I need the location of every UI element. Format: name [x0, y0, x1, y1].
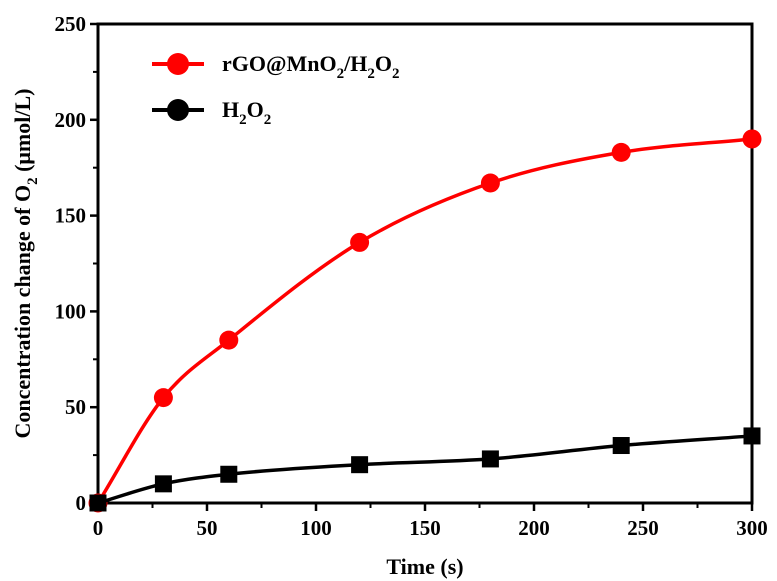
data-point: [611, 142, 631, 162]
y-tick-label: 250: [55, 12, 87, 36]
y-tick-label: 50: [65, 395, 86, 419]
x-axis-title: Time (s): [386, 554, 463, 579]
data-point: [154, 475, 172, 493]
data-point: [219, 330, 239, 350]
data-point: [220, 465, 238, 483]
y-tick-label: 0: [76, 491, 87, 515]
y-tick-label: 100: [55, 299, 87, 323]
data-point: [743, 427, 761, 445]
data-point: [153, 388, 173, 408]
legend-entry-1: H2O2: [152, 97, 271, 128]
y-axis-title: Concentration change of O2 (μmol/L): [10, 89, 41, 439]
x-tick-label: 150: [409, 516, 441, 540]
x-tick-label: 50: [197, 516, 218, 540]
series-layer: [88, 129, 762, 513]
data-point: [351, 456, 369, 474]
legend-label: H2O2: [222, 97, 271, 128]
data-point: [480, 173, 500, 193]
legend-entry-0: rGO@MnO2/H2O2: [152, 51, 399, 82]
x-tick-label: 100: [300, 516, 332, 540]
series-line: [96, 137, 753, 504]
legend-marker: [167, 53, 189, 75]
legend-label: rGO@MnO2/H2O2: [222, 51, 399, 82]
legend-marker: [167, 99, 189, 121]
y-tick-label: 200: [55, 108, 87, 132]
data-point: [350, 232, 370, 252]
series-0: [88, 129, 762, 513]
x-tick-label: 250: [627, 516, 659, 540]
data-point: [481, 450, 499, 468]
x-tick-label: 200: [518, 516, 550, 540]
plot-frame: [96, 22, 754, 505]
data-point: [612, 437, 630, 455]
y-tick-label: 150: [55, 204, 87, 228]
x-tick-label: 0: [93, 516, 104, 540]
series-1: [89, 427, 761, 512]
data-point: [89, 494, 107, 512]
data-point: [742, 129, 762, 149]
series-line: [97, 434, 753, 505]
x-tick-label: 300: [736, 516, 768, 540]
